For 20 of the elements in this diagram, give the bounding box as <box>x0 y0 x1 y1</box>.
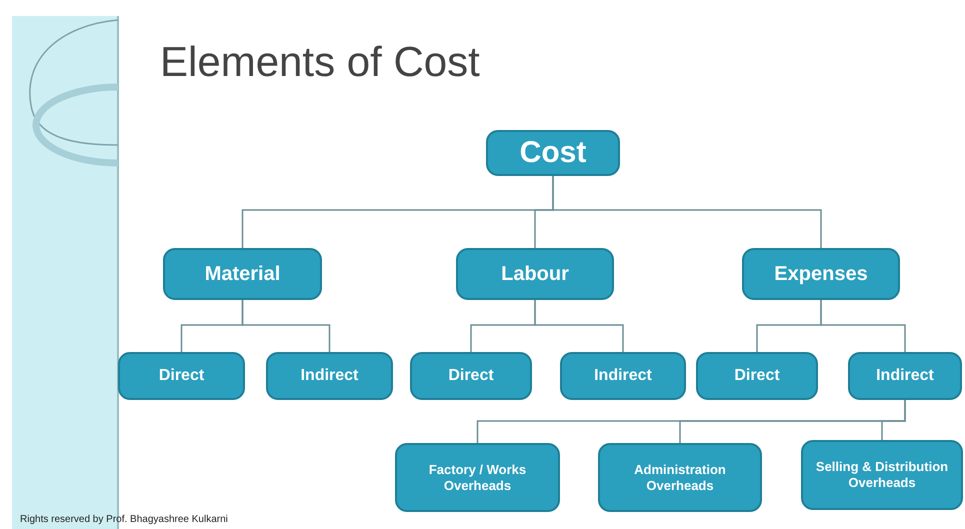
overhead-box: Factory / Works Overheads <box>395 443 560 512</box>
subcategory-box: Indirect <box>266 352 393 400</box>
overhead-box: Selling & Distribution Overheads <box>801 440 963 510</box>
category-box: Material <box>163 248 322 300</box>
subcategory-box: Direct <box>118 352 245 400</box>
root-box: Cost <box>486 130 620 176</box>
subcategory-box: Direct <box>696 352 818 400</box>
copyright-note: Rights reserved by Prof. Bhagyashree Kulkarni <box>20 514 228 525</box>
connector-line <box>552 176 822 248</box>
subcategory-box: Indirect <box>848 352 962 400</box>
connector-line <box>881 400 906 440</box>
subcategory-box: Indirect <box>560 352 686 400</box>
category-box: Labour <box>456 248 614 300</box>
title: Elements of Cost <box>160 38 480 86</box>
connector-line <box>242 300 330 352</box>
connector-line <box>534 300 624 352</box>
connector-line <box>820 300 906 352</box>
subcategory-box: Direct <box>410 352 532 400</box>
category-box: Expenses <box>742 248 900 300</box>
overhead-box: Administration Overheads <box>598 443 762 512</box>
